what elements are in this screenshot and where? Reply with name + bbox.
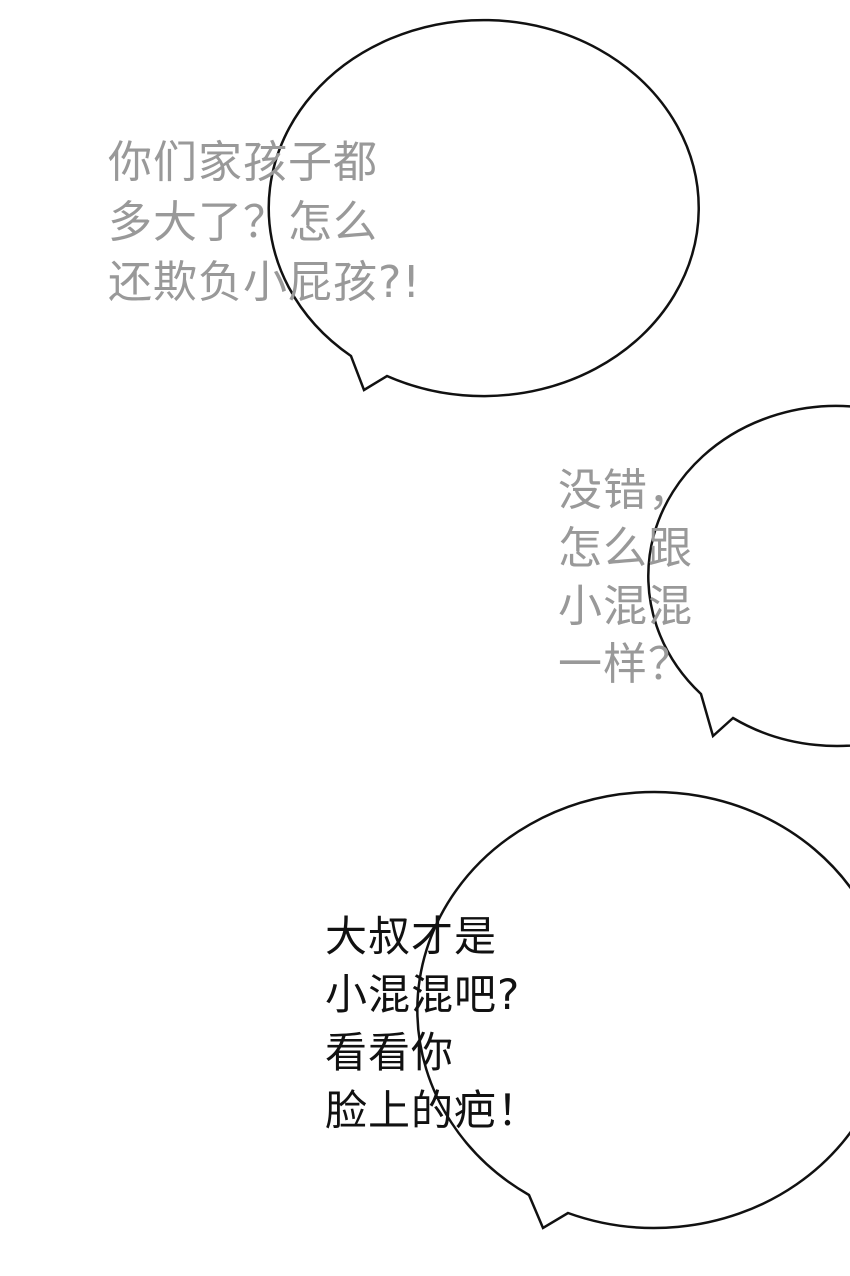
dialogue-line: 没错，: [558, 465, 693, 516]
speech-bubble-middle-right: [647, 404, 850, 748]
speech-bubble-bottom: [416, 790, 850, 1230]
dialogue-line: 小混混吧?: [325, 970, 521, 1019]
speech-bubble-text-middle-right: 没错， 怎么跟 小混混 一样？: [558, 462, 693, 694]
dialogue-line: 你们家孩子都: [108, 137, 378, 188]
speech-bubble-text-bottom: 大叔才是 小混混吧? 看看你 脸上的疤！: [325, 908, 540, 1140]
dialogue-line: 多大了？怎么: [108, 197, 378, 248]
speech-bubble-top-left: [267, 18, 700, 398]
speech-bubble-text-top-left: 你们家孩子都 多大了？怎么 还欺负小屁孩?!: [108, 133, 421, 313]
dialogue-line: 怎么跟: [558, 523, 693, 574]
dialogue-line: 脸上的疤！: [325, 1086, 541, 1135]
dialogue-line: 一样？: [558, 639, 693, 690]
dialogue-line: 大叔才是: [325, 912, 498, 961]
dialogue-line: 小混混: [558, 581, 693, 632]
dialogue-line: 看看你: [325, 1028, 455, 1077]
dialogue-line: 还欺负小屁孩?!: [108, 257, 421, 308]
